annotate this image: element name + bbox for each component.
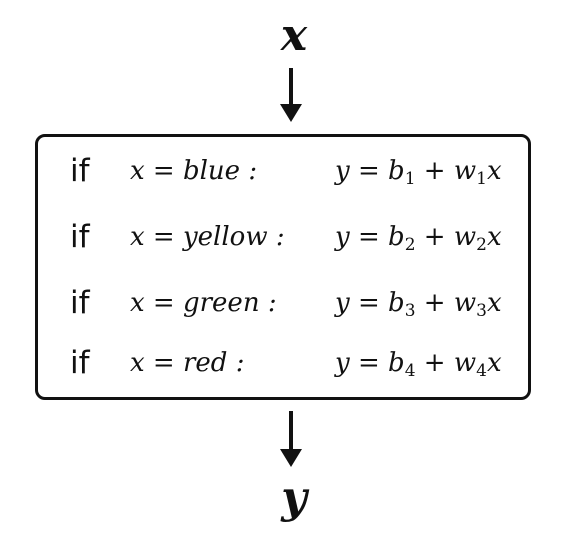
- formula: y = b1 + w1x: [335, 156, 502, 189]
- formula: y = b3 + w3x: [335, 288, 502, 321]
- down-arrow-output: [280, 411, 302, 467]
- down-arrow-input: [280, 68, 302, 122]
- if-keyword: if: [70, 345, 90, 381]
- condition-text: x = yellow :: [130, 222, 285, 252]
- if-keyword: if: [70, 285, 90, 321]
- condition-row-3: if x = green : y = b3 + w3x: [38, 283, 528, 323]
- output-variable: y: [281, 472, 307, 523]
- condition-row-1: if x = blue : y = b1 + w1x: [38, 151, 528, 191]
- input-variable: x: [280, 10, 308, 61]
- if-keyword: if: [70, 153, 90, 189]
- condition-text: x = green :: [130, 288, 277, 318]
- condition-row-4: if x = red : y = b4 + w4x: [38, 343, 528, 383]
- condition-text: x = blue :: [130, 156, 258, 186]
- condition-row-2: if x = yellow : y = b2 + w2x: [38, 217, 528, 257]
- formula: y = b4 + w4x: [335, 348, 502, 381]
- formula: y = b2 + w2x: [335, 222, 502, 255]
- conditional-box: if x = blue : y = b1 + w1x if x = yellow…: [35, 134, 531, 400]
- if-keyword: if: [70, 219, 90, 255]
- condition-text: x = red :: [130, 348, 245, 378]
